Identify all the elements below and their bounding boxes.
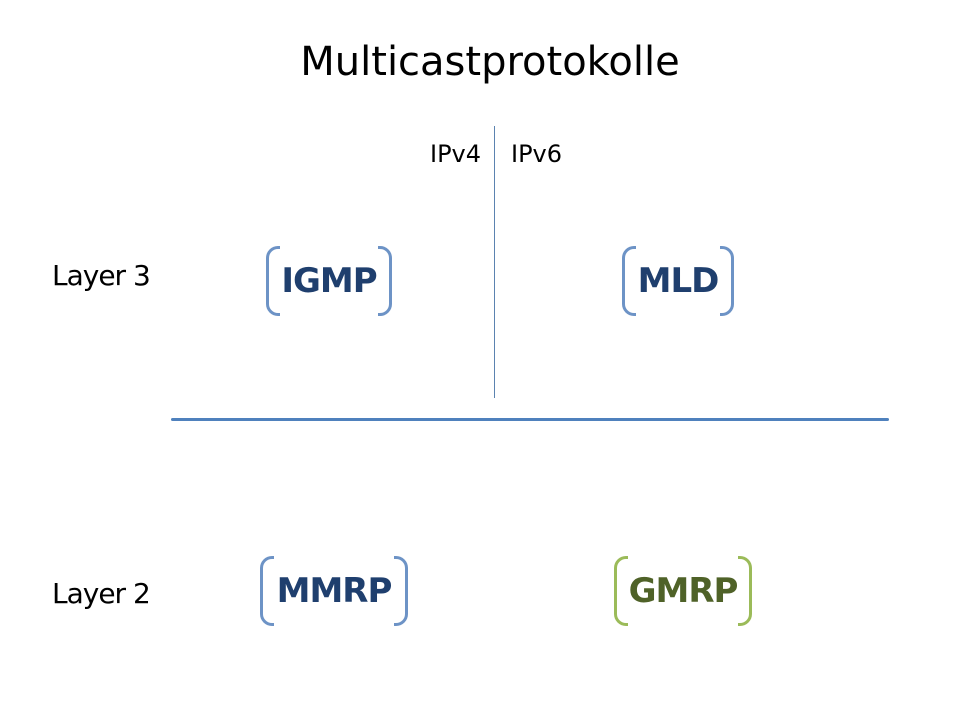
left-bracket xyxy=(266,246,280,316)
protocol-gmrp: GMRP xyxy=(614,556,752,626)
right-bracket xyxy=(738,556,752,626)
protocol-igmp: IGMP xyxy=(266,246,392,316)
protocol-label: MLD xyxy=(637,261,720,301)
protocol-label: MMRP xyxy=(276,571,393,611)
row-label-layer-3: Layer 3 xyxy=(52,259,151,292)
protocol-mld: MLD xyxy=(622,246,734,316)
left-bracket xyxy=(614,556,628,626)
right-bracket xyxy=(378,246,392,316)
horizontal-divider xyxy=(171,418,889,421)
vertical-divider xyxy=(494,126,495,398)
left-bracket xyxy=(622,246,636,316)
right-bracket xyxy=(720,246,734,316)
left-bracket xyxy=(260,556,274,626)
column-label-ipv6: IPv6 xyxy=(511,140,563,168)
protocol-label: IGMP xyxy=(281,261,377,301)
slide-title: Multicastprotokolle xyxy=(300,39,680,85)
protocol-label: GMRP xyxy=(628,571,739,611)
row-label-layer-2: Layer 2 xyxy=(52,577,151,610)
protocol-mmrp: MMRP xyxy=(260,556,408,626)
right-bracket xyxy=(394,556,408,626)
column-label-ipv4: IPv4 xyxy=(430,140,482,168)
